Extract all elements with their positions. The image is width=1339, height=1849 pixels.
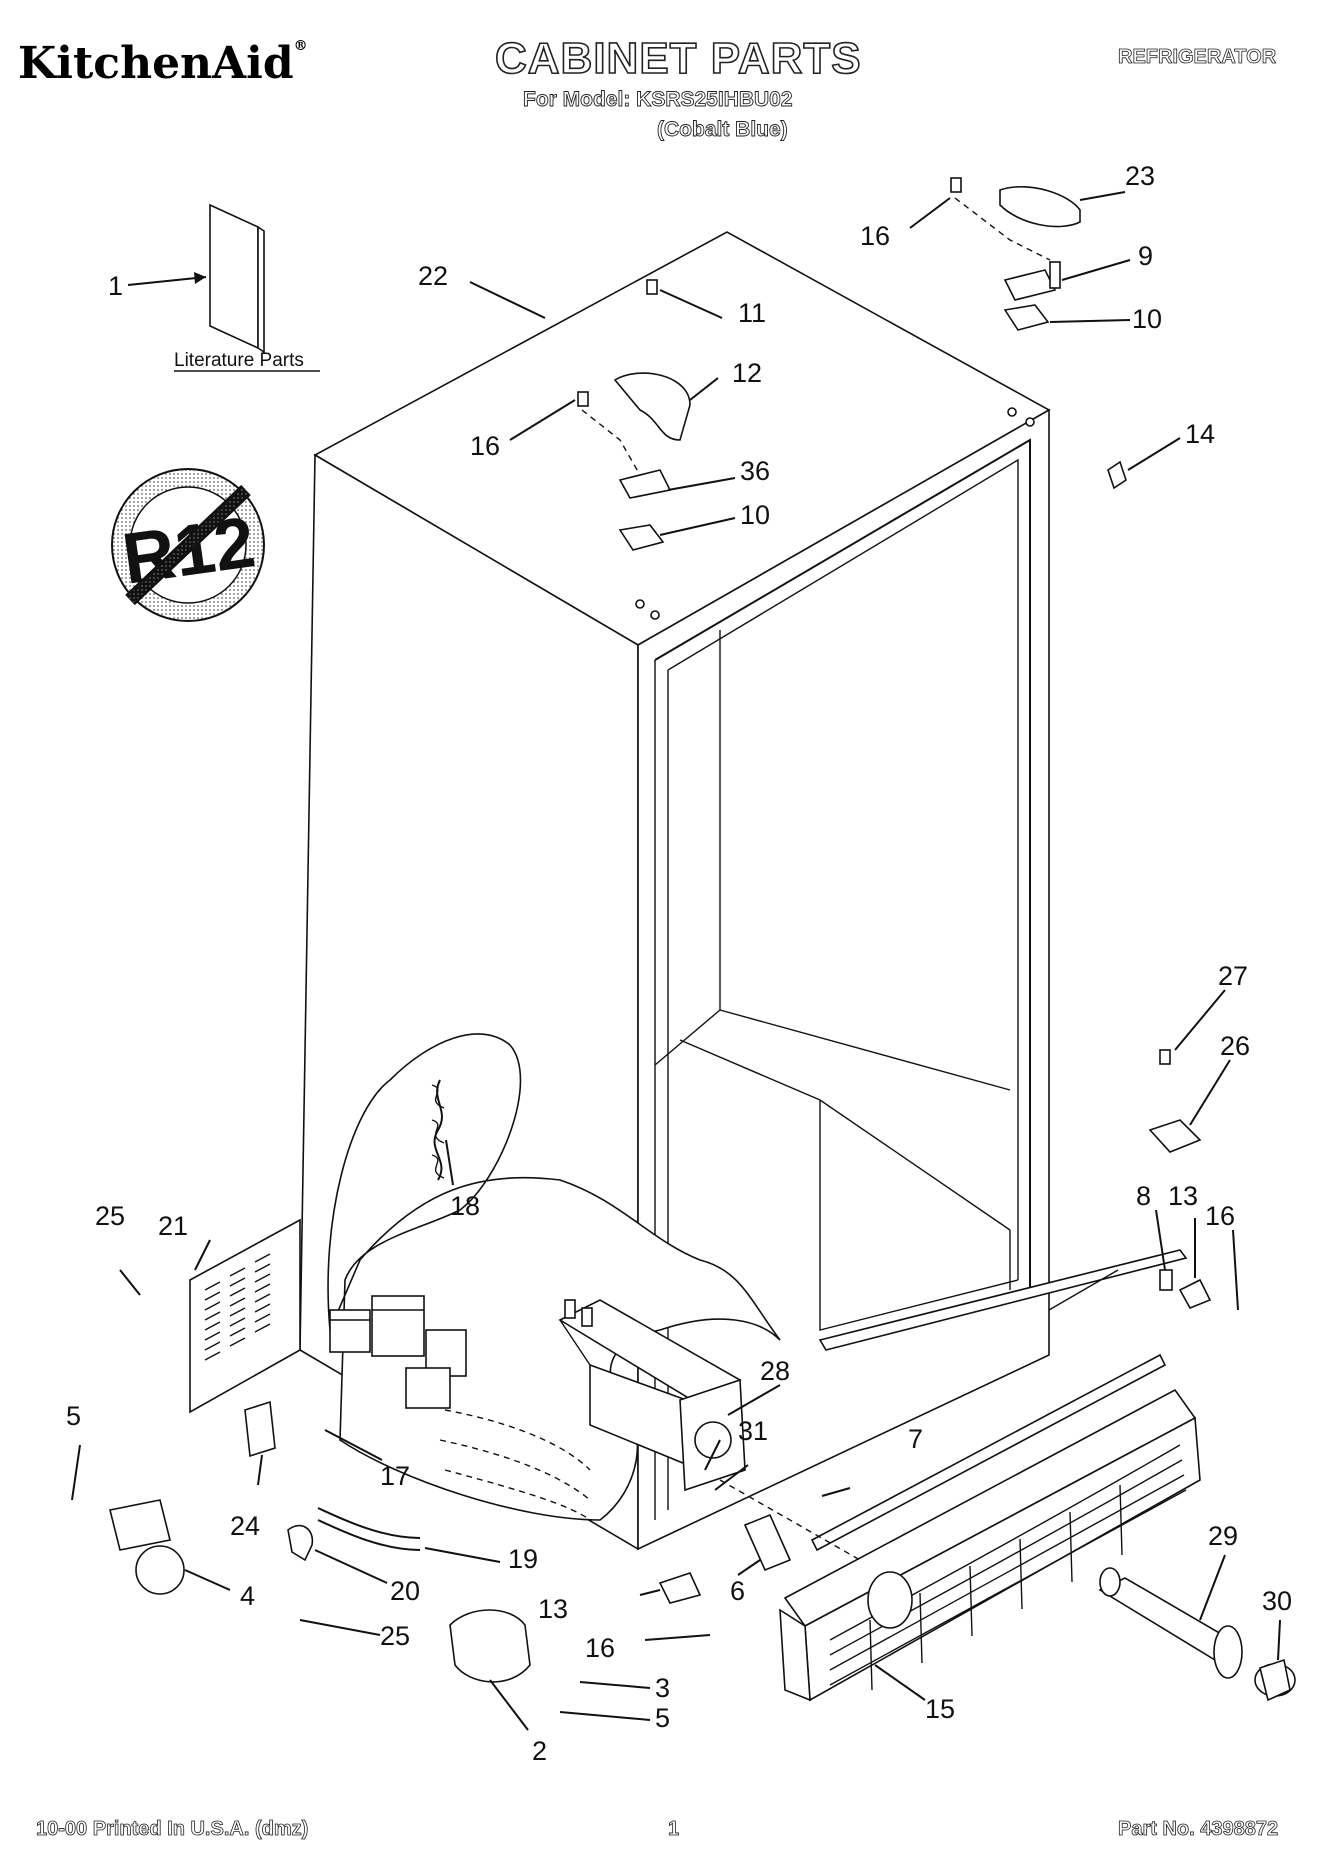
callout-31: 31 xyxy=(738,1416,768,1446)
callout-16c: 16 xyxy=(1205,1201,1235,1231)
product-category: REFRIGERATOR xyxy=(1118,46,1277,69)
callout-15: 15 xyxy=(925,1694,955,1724)
callout-16d: 16 xyxy=(585,1633,615,1663)
callout-20: 20 xyxy=(390,1576,420,1606)
part-number: Part No. 4398872 xyxy=(1118,1818,1279,1841)
page-title: CABINET PARTS xyxy=(494,33,862,84)
callout-27: 27 xyxy=(1218,961,1248,991)
callout-5a: 5 xyxy=(66,1401,81,1431)
callout-36: 36 xyxy=(740,456,770,486)
callout-4: 4 xyxy=(240,1581,255,1611)
callout-22: 22 xyxy=(418,261,448,291)
callout-24: 24 xyxy=(230,1511,260,1541)
callout-10a: 10 xyxy=(1132,304,1162,334)
page-number: 1 xyxy=(668,1818,680,1841)
callout-10b: 10 xyxy=(740,500,770,530)
callout-25b: 25 xyxy=(380,1621,410,1651)
toe-grille-part-15 xyxy=(779,1353,1201,1702)
model-number: For Model: KSRS25IHBU02 xyxy=(523,88,793,112)
callout-13b: 13 xyxy=(538,1594,568,1624)
callout-8: 8 xyxy=(1136,1181,1151,1211)
callout-6: 6 xyxy=(730,1576,745,1606)
leader-arrows xyxy=(71,191,1281,1731)
filter-cap-part-30 xyxy=(1254,1658,1296,1702)
callout-18: 18 xyxy=(450,1191,480,1221)
callout-2: 2 xyxy=(532,1736,547,1766)
callout-3: 3 xyxy=(655,1673,670,1703)
callout-5b: 5 xyxy=(655,1703,670,1733)
callout-21: 21 xyxy=(158,1211,188,1241)
no-r12-refrigerant-icon: R12 xyxy=(111,468,265,622)
model-color: (Cobalt Blue) xyxy=(657,118,789,142)
callout-7: 7 xyxy=(908,1424,923,1454)
callout-26: 26 xyxy=(1220,1031,1250,1061)
callout-12: 12 xyxy=(732,358,762,388)
callout-11: 11 xyxy=(738,298,766,328)
callout-25a: 25 xyxy=(95,1201,125,1231)
callout-16b: 16 xyxy=(470,431,500,461)
machine-compartment-cutaway xyxy=(327,1033,781,1521)
callout-1: 1 xyxy=(108,271,123,301)
air-duct-part-28 xyxy=(558,1299,746,1492)
callout-28: 28 xyxy=(760,1356,790,1386)
rear-access-panel-part-21 xyxy=(189,1218,301,1414)
callout-14: 14 xyxy=(1185,419,1215,449)
callout-30: 30 xyxy=(1262,1586,1292,1616)
callout-13a: 13 xyxy=(1168,1181,1198,1211)
brand-logo: KitchenAid® xyxy=(18,38,308,89)
small-hardware xyxy=(109,177,1212,1683)
callout-17: 17 xyxy=(380,1461,410,1491)
water-filter-part-29 xyxy=(1098,1567,1243,1679)
print-info: 10-00 Printed In U.S.A. (dmz) xyxy=(36,1818,309,1841)
callout-labels: 1 22 23 16 9 10 11 12 16 14 36 10 27 26 … xyxy=(66,161,1292,1766)
callout-19: 19 xyxy=(508,1544,538,1574)
literature-parts-label: Literature Parts xyxy=(174,350,304,371)
callout-23: 23 xyxy=(1125,161,1155,191)
callout-9: 9 xyxy=(1138,241,1153,271)
literature-booklet: Literature Parts xyxy=(127,203,320,372)
callout-29: 29 xyxy=(1208,1521,1238,1551)
callout-16a: 16 xyxy=(860,221,890,251)
